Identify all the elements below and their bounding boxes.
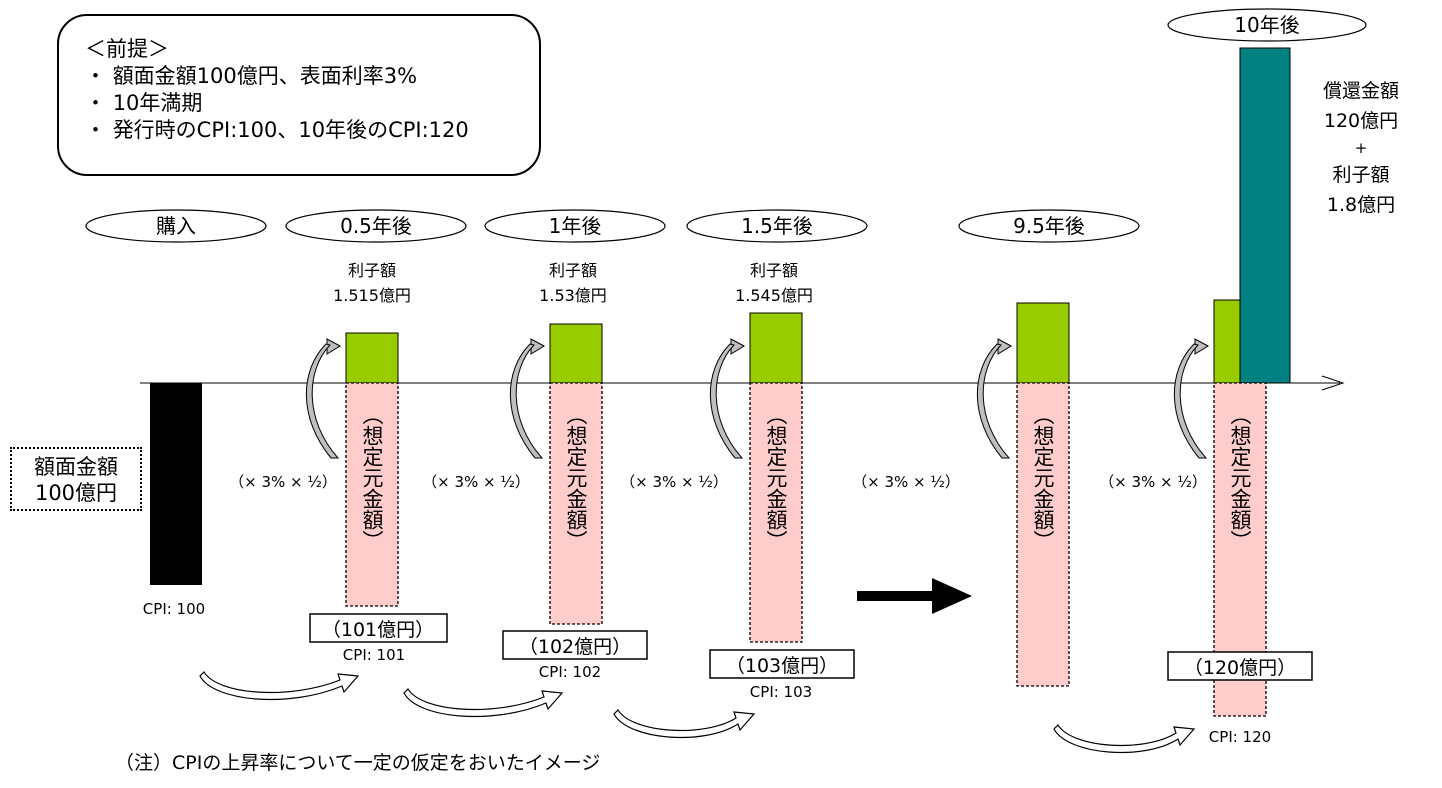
redemption-principal: 120億円: [1323, 110, 1399, 132]
interest-label: 利子額: [750, 261, 798, 280]
premise-item: 発行時のCPI:100、10年後のCPI:120: [85, 117, 539, 144]
interest-bar: [1016, 302, 1070, 384]
footnote: （注）CPIの上昇率について一定の仮定をおいたイメージ: [115, 752, 601, 774]
redemption-bar: [1239, 47, 1291, 384]
notional-label: （想定元金額）: [1228, 404, 1252, 551]
redemption-title: 償還金額: [1322, 80, 1399, 102]
curved-arrow-icon: [976, 338, 1013, 459]
axis-arrowhead: [1321, 375, 1345, 391]
premise-item: 額面金額100億円、表面利率3%: [85, 63, 539, 90]
interest-bar: [345, 332, 399, 384]
principal-box: [502, 630, 648, 660]
interest-amount: 1.53億円: [539, 286, 607, 305]
purchase-bar: [150, 383, 202, 585]
principal-amount: （102億円）: [519, 636, 631, 658]
cpi-label: CPI: 120: [1209, 728, 1271, 746]
principal-box: [1167, 651, 1313, 681]
principal-amount: （120億円）: [1184, 657, 1296, 679]
period-label: 0.5年後: [340, 214, 412, 238]
notional-label: （想定元金額）: [1031, 404, 1055, 551]
curved-arrow-icon: [709, 338, 746, 459]
notional-bar: [749, 382, 803, 643]
swoop-arrow-icon: [199, 671, 360, 701]
cpi-label: CPI: 103: [750, 683, 812, 701]
redemption-interest-title: 利子額: [1332, 164, 1390, 186]
period-oval: [686, 209, 868, 243]
premise-item: 10年満期: [85, 90, 539, 117]
redemption-interest-amount: 1.8億円: [1326, 194, 1396, 216]
period-oval: [85, 209, 267, 243]
interest-amount: 1.545億円: [735, 286, 813, 305]
principal-amount: （103億円）: [726, 655, 838, 677]
interest-label: 利子額: [549, 261, 597, 280]
notional-bar: [1016, 382, 1070, 687]
principal-amount: （101億円）: [322, 619, 434, 641]
notional-bar: [549, 382, 603, 625]
curved-arrow-icon: [305, 338, 342, 459]
swoop-arrow-icon: [403, 688, 564, 718]
interest-label: 利子額: [348, 261, 396, 280]
face-value-amount: 100億円: [34, 481, 118, 505]
redemption-plus: +: [1354, 139, 1368, 157]
interest-bar: [749, 312, 803, 384]
cpi-label: CPI: 102: [539, 663, 601, 681]
premise-title: ＜前提＞: [85, 37, 169, 61]
period-label: 1.5年後: [741, 214, 813, 238]
cpi-label: CPI: 101: [343, 646, 405, 664]
period-oval: [285, 209, 467, 243]
period-label: 1年後: [549, 214, 602, 238]
premise-box: ＜前提＞ 額面金額100億円、表面利率3% 10年満期 発行時のCPI:100、…: [57, 14, 541, 176]
multiplier-label: （× 3% × ½）: [620, 473, 728, 491]
premise-list: 額面金額100億円、表面利率3% 10年満期 発行時のCPI:100、10年後の…: [85, 63, 539, 144]
notional-label: （想定元金額）: [360, 404, 384, 551]
multiplier-label: （× 3% × ½）: [852, 473, 960, 491]
period-label: 購入: [156, 214, 196, 238]
multiplier-label: （× 3% × ½）: [422, 473, 530, 491]
swoop-arrow-icon: [1053, 724, 1196, 754]
period-oval: [484, 209, 666, 243]
notional-bar: [345, 382, 399, 607]
cpi-label: CPI: 100: [143, 600, 205, 618]
face-value-label: 額面金額: [34, 455, 118, 479]
period-label: 10年後: [1234, 13, 1299, 37]
interest-amount: 1.515億円: [333, 286, 411, 305]
notional-label: （想定元金額）: [764, 404, 788, 551]
principal-box: [709, 649, 855, 679]
multiplier-label: （× 3% × ½）: [1099, 473, 1207, 491]
face-value-box: 額面金額 100億円: [10, 447, 142, 511]
curved-arrow-icon: [509, 338, 546, 459]
multiplier-label: （× 3% × ½）: [229, 473, 337, 491]
swoop-arrow-icon: [613, 709, 756, 739]
redemption-label: 償還金額 120億円 + 利子額 1.8億円: [1296, 76, 1426, 220]
principal-box: [309, 613, 448, 643]
curved-arrow-icon: [1173, 338, 1210, 459]
interest-bar: [549, 323, 603, 384]
period-oval: [958, 209, 1140, 243]
period-label: 9.5年後: [1013, 214, 1085, 238]
period-oval: [1167, 8, 1367, 42]
notional-label: （想定元金額）: [564, 404, 588, 551]
progression-arrow-icon: [857, 578, 972, 614]
